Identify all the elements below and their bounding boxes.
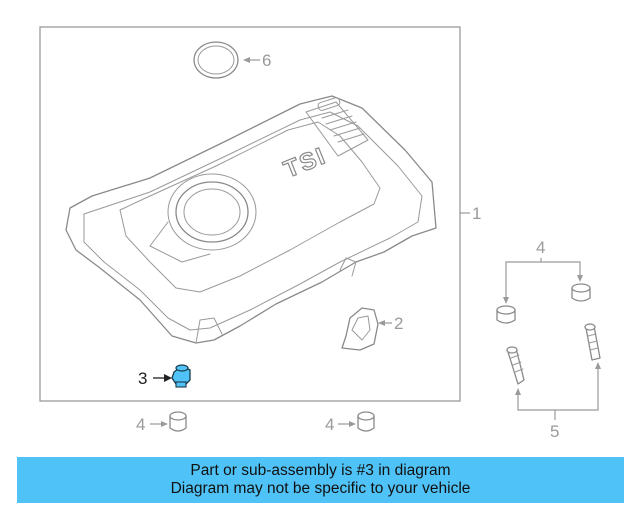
arrow-2 (378, 320, 385, 326)
part-4-grommet-right-b[interactable] (571, 283, 591, 302)
callout-4-left: 4 (136, 415, 145, 434)
part-4-grommet-left[interactable] (169, 411, 187, 432)
callout-2: 2 (394, 314, 403, 333)
part-4-grommet-right-a[interactable] (496, 305, 516, 324)
part-3-clip-highlighted[interactable] (171, 364, 191, 388)
arrow-4-left (161, 421, 168, 427)
part-6-cap[interactable] (193, 41, 239, 79)
arrow-6 (243, 57, 250, 63)
arrow-3 (164, 374, 172, 382)
callout-6: 6 (262, 51, 271, 70)
part-2-bracket[interactable] (341, 307, 379, 351)
parts-diagram: 6 TSI 1 2 3 4 (39, 26, 601, 441)
callout-4-right: 4 (536, 238, 545, 257)
callout-4-mid: 4 (325, 415, 334, 434)
arrow-4-right-b (577, 275, 583, 282)
assembly-frame (39, 26, 461, 402)
part-5-stud-left[interactable] (506, 346, 525, 385)
part-1-engine-cover[interactable] (65, 95, 437, 344)
part-4-grommet-mid[interactable] (357, 411, 375, 432)
leader-5 (517, 366, 599, 411)
leader-4-right (505, 261, 581, 300)
part-5-stud-right[interactable] (584, 323, 601, 361)
arrow-4-mid (349, 421, 356, 427)
banner-line-1: Part or sub-assembly is #3 in diagram (190, 462, 451, 479)
banner-line-2: Diagram may not be specific to your vehi… (170, 480, 471, 497)
arrow-5-b (595, 362, 601, 369)
arrow-4-right-a (503, 297, 509, 304)
callout-1: 1 (472, 204, 481, 223)
info-banner: Part or sub-assembly is #3 in diagram Di… (17, 457, 624, 503)
arrow-5-a (515, 388, 521, 395)
callout-3: 3 (138, 369, 147, 388)
callout-5: 5 (550, 422, 559, 441)
